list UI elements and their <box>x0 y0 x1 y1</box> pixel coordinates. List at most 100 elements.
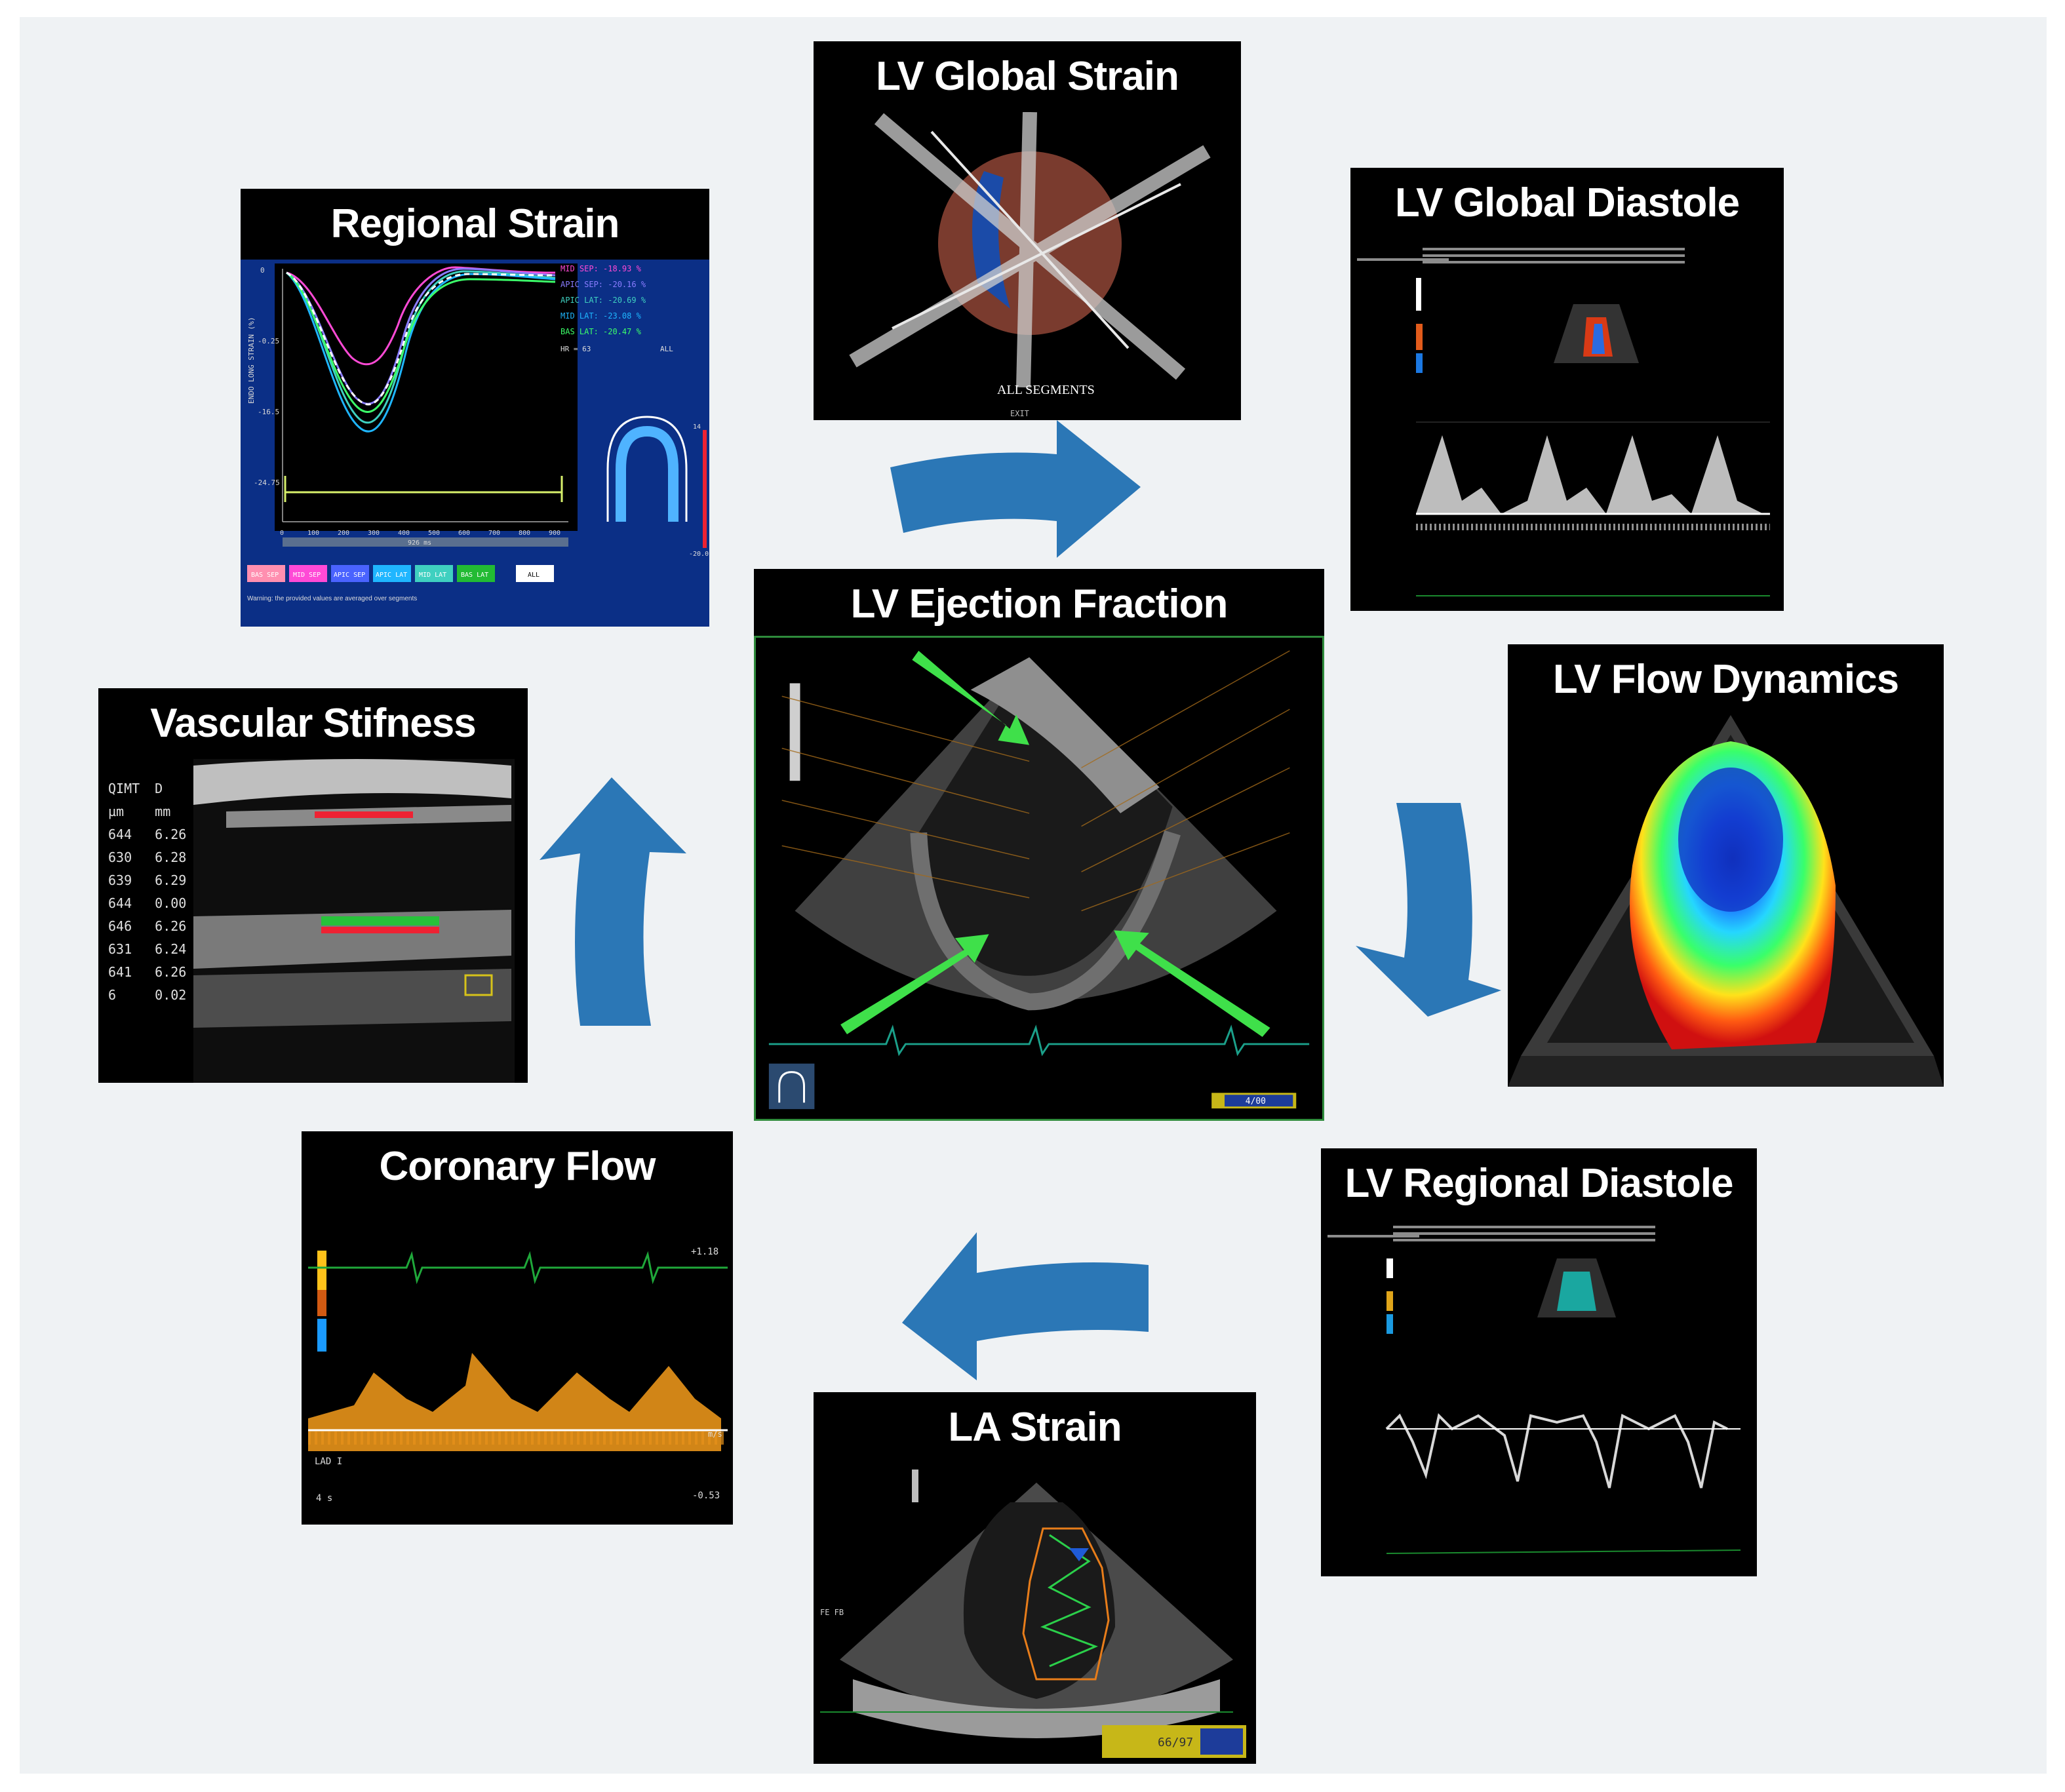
ef-frame-counter: 4/00 <box>1246 1097 1266 1106</box>
segment-button[interactable] <box>457 565 495 582</box>
carotid-image: QIMT D µm mm 644 6.26 630 6.28 639 6.29 644 0.… <box>98 759 528 1083</box>
panel-title: Regional Strain <box>330 201 620 246</box>
imt-cell: 0.02 <box>155 987 187 1003</box>
flow-vortex-image <box>1508 715 1944 1087</box>
y-tick: 0 <box>260 266 265 275</box>
panel-title: LA Strain <box>948 1405 1122 1450</box>
panel-lv-ejection-fraction: LV Ejection Fraction 4/00 <box>754 569 1324 1121</box>
panel-title: LV Global Strain <box>876 54 1179 99</box>
imt-unit: mm <box>155 804 171 819</box>
x-tick: 500 <box>428 530 440 537</box>
x-tick: 0 <box>280 530 284 537</box>
imt-cell: 6.26 <box>155 918 187 934</box>
y-tick: -0.25 <box>258 337 279 345</box>
la-frame-counter: 66/97 <box>1158 1736 1193 1749</box>
arrow-top-right <box>890 420 1141 558</box>
segment-button[interactable] <box>247 565 285 582</box>
strain-legend-item: APIC SEP: -20.16 % <box>560 280 646 289</box>
segment-button[interactable] <box>415 565 453 582</box>
imt-cell: 646 <box>108 918 132 934</box>
coronary-scale-bottom: -0.53 <box>692 1490 720 1501</box>
strain-legend-item: MID LAT: -23.08 % <box>560 311 642 321</box>
imt-cell: 6.26 <box>155 964 187 980</box>
x-tick: 800 <box>519 530 530 537</box>
segment-button[interactable] <box>331 565 369 582</box>
imt-cell: 641 <box>108 964 132 980</box>
segment-button-label: APIC LAT <box>376 572 407 579</box>
heart-segment-diagram <box>606 416 707 548</box>
strain-curves: ENDO LONG STRAIN (%) 0 -0.25 -16.5 -24.7… <box>247 263 709 602</box>
ef-apical-view: 4/00 <box>754 636 1324 1121</box>
strain-all-label: ALL <box>660 345 673 353</box>
strain-legend-item: BAS LAT: -20.47 % <box>560 327 642 336</box>
strain-legend-item: MID SEP: -18.93 % <box>560 264 642 273</box>
la-marker: FE FB <box>820 1608 844 1617</box>
panel-title: LV Global Diastole <box>1394 180 1740 225</box>
strain-plot-area: ENDO LONG STRAIN (%) 0 -0.25 -16.5 -24.7… <box>241 260 709 627</box>
imt-cell: 631 <box>108 941 132 957</box>
segment-button-label: BAS LAT <box>461 572 488 579</box>
global-diastole-doppler <box>1350 239 1784 611</box>
strain-footer-note: Warning: the provided values are average… <box>247 595 417 602</box>
segment-button[interactable] <box>373 565 411 582</box>
arrow-left-up <box>540 777 686 1026</box>
coronary-scale-top: +1.18 <box>691 1247 718 1257</box>
segment-button[interactable] <box>516 565 554 582</box>
segment-button-label: MID SEP <box>293 572 321 579</box>
segment-button[interactable] <box>289 565 327 582</box>
imt-cell: 644 <box>108 827 132 842</box>
panel-title: Vascular Stifness <box>150 701 477 746</box>
x-unit: 926 ms <box>408 539 431 547</box>
y-tick: -16.5 <box>258 408 279 416</box>
strain-scale-label: -20.0 <box>689 551 709 558</box>
x-tick: 100 <box>307 530 319 537</box>
coronary-doppler: +1.18 m/s -0.53 LAD I 4 s <box>302 1202 733 1525</box>
panel-title: LV Flow Dynamics <box>1552 657 1899 702</box>
y-tick: -24.75 <box>254 478 280 487</box>
y-axis-label: ENDO LONG STRAIN (%) <box>247 317 256 404</box>
segment-button-label: MID LAT <box>419 572 446 579</box>
imt-unit: µm <box>108 804 125 819</box>
segment-button-label: ALL <box>528 572 540 579</box>
imt-cell: 6.29 <box>155 872 187 888</box>
ef-arrows <box>840 650 1270 1038</box>
la-strain-image: FE FB 66/97 <box>814 1463 1256 1764</box>
coronary-vessel-label: LAD I <box>315 1456 342 1467</box>
panel-vascular-stiffness: Vascular Stifness QIMT D µm mm 644 6.26 630… <box>98 688 528 1083</box>
panel-title: Coronary Flow <box>379 1144 656 1189</box>
imt-cell: 639 <box>108 872 132 888</box>
global-strain-sub: EXIT <box>1010 409 1029 418</box>
regional-diastole-tdi <box>1321 1219 1757 1576</box>
panel-title: LV Regional Diastole <box>1345 1161 1733 1206</box>
coronary-unit: m/s <box>708 1430 722 1439</box>
x-tick: 900 <box>549 530 560 537</box>
coronary-time-label: 4 s <box>316 1493 332 1504</box>
global-strain-image: ALL SEGMENTS EXIT <box>814 112 1241 420</box>
imt-header: QIMT <box>108 781 140 796</box>
x-tick: 300 <box>368 530 380 537</box>
strain-legend-item: APIC LAT: -20.69 % <box>560 296 646 305</box>
x-tick: 600 <box>458 530 470 537</box>
arrow-right-down <box>1356 803 1501 1017</box>
strain-hr: HR = 63 <box>560 345 591 353</box>
panel-regional-strain: Regional Strain ENDO LONG STRAIN (%) 0 -… <box>241 189 709 627</box>
imt-cell: 6.28 <box>155 849 187 865</box>
panel-lv-regional-diastole: LV Regional Diastole <box>1321 1148 1757 1576</box>
imt-cell: 0.00 <box>155 895 187 911</box>
x-tick: 400 <box>398 530 410 537</box>
panel-lv-global-strain: LV Global Strain ALL SEGMENTS EXIT <box>814 41 1241 420</box>
imt-header: D <box>155 781 163 796</box>
arrow-bottom-left <box>902 1232 1149 1380</box>
imt-cell: 6 <box>108 987 117 1003</box>
x-ticks: 0 100 200 300 400 500 600 700 800 900 <box>280 530 560 537</box>
imt-cell: 644 <box>108 895 132 911</box>
panel-lv-flow-dynamics: LV Flow Dynamics <box>1508 644 1944 1087</box>
global-strain-caption: ALL SEGMENTS <box>997 383 1095 397</box>
strain-scale-label: 14 <box>693 423 701 431</box>
imt-cell: 630 <box>108 849 132 865</box>
imt-cell: 6.26 <box>155 827 187 842</box>
segment-button-label: BAS SEP <box>251 572 279 579</box>
panel-la-strain: LA Strain FE FB 66/97 <box>814 1392 1256 1764</box>
x-tick: 700 <box>488 530 500 537</box>
segment-button-label: APIC SEP <box>334 572 365 579</box>
